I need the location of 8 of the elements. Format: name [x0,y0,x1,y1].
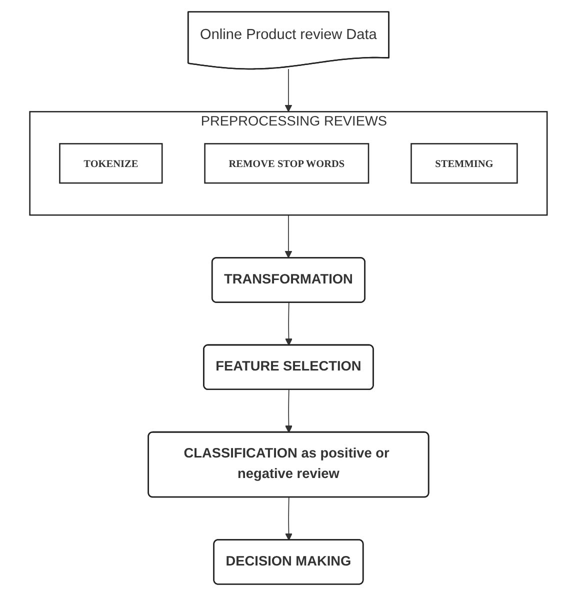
node-box: STEMMING [410,143,518,184]
arrow [284,302,292,346]
arrow [284,497,292,540]
node-box: REMOVE STOP WORDS [204,143,369,184]
node-box: TOKENIZE [58,143,162,184]
arrow [284,68,292,112]
arrow [284,389,292,433]
arrow [284,214,292,258]
